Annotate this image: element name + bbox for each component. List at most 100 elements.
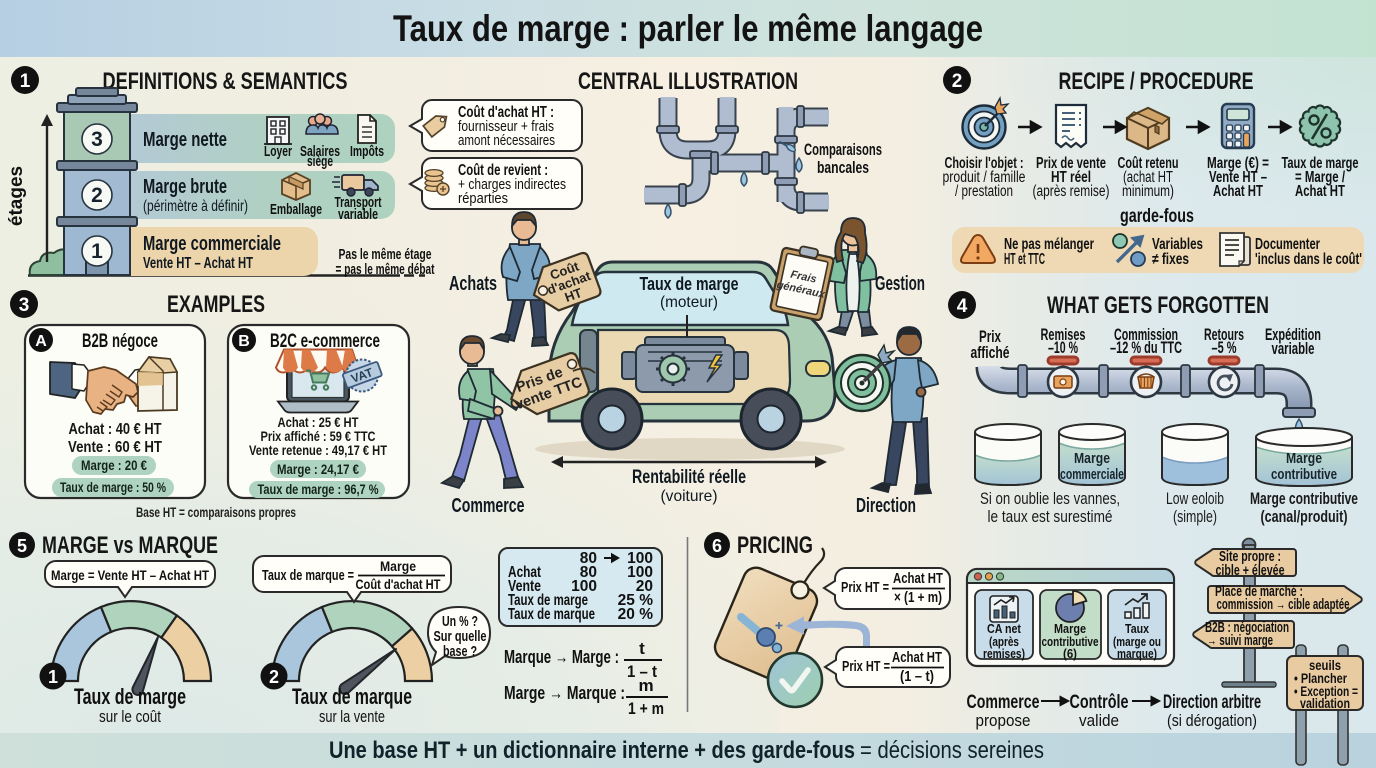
svg-text:Transport: Transport xyxy=(335,195,382,211)
svg-text:Coût de revient :: Coût de revient : xyxy=(458,162,548,179)
svg-text:Vente HT – Achat HT: Vente HT – Achat HT xyxy=(143,255,253,272)
svg-text:(canal/produit): (canal/produit) xyxy=(1261,508,1348,526)
svg-text:Expédition: Expédition xyxy=(1265,326,1321,344)
svg-text:étages: étages xyxy=(6,166,27,226)
svg-text:m: m xyxy=(638,676,653,695)
svg-text:1: 1 xyxy=(20,71,31,92)
svg-text:Taux de marque: Taux de marque xyxy=(508,606,595,623)
svg-text:Commerce: Commerce xyxy=(452,495,525,517)
svg-text:4: 4 xyxy=(957,296,968,317)
svg-text:Achat HT: Achat HT xyxy=(892,649,942,666)
svg-text:6: 6 xyxy=(712,536,722,556)
svg-text:valide: valide xyxy=(1079,711,1119,730)
svg-text:2: 2 xyxy=(91,184,103,207)
svg-text:(moteur): (moteur) xyxy=(660,294,718,311)
svg-text:Gestion: Gestion xyxy=(875,273,925,295)
svg-text:Achat : 25 € HT: Achat : 25 € HT xyxy=(278,414,359,430)
svg-text:affiché: affiché xyxy=(971,344,1010,362)
svg-text:= pas le même débat: = pas le même débat xyxy=(336,262,435,278)
svg-text:= Marge /: = Marge / xyxy=(1295,169,1346,186)
svg-text:Prix HT =: Prix HT = xyxy=(842,658,890,675)
svg-text:Taux de marge : parler le même: Taux de marge : parler le même langage xyxy=(393,8,983,49)
svg-text:2: 2 xyxy=(952,71,963,92)
svg-text:Base HT = comparaisons propres: Base HT = comparaisons propres xyxy=(136,505,296,520)
svg-text:B2B négoce: B2B négoce xyxy=(82,331,158,352)
svg-text:B: B xyxy=(238,333,250,350)
svg-text:25 %: 25 % xyxy=(618,592,654,609)
svg-text:Marge: Marge xyxy=(1074,450,1110,467)
svg-text:HT et TTC: HT et TTC xyxy=(1004,251,1045,268)
svg-text:(périmètre à définir): (périmètre à définir) xyxy=(143,198,248,215)
svg-text:Vente : 60 € HT: Vente : 60 € HT xyxy=(68,439,162,456)
svg-text:amont nécessaires: amont nécessaires xyxy=(458,132,555,149)
svg-text:Low eoloib: Low eoloib xyxy=(1166,490,1224,508)
svg-text:EXAMPLES: EXAMPLES xyxy=(167,291,265,318)
svg-text:Achat : 40 € HT: Achat : 40 € HT xyxy=(69,421,162,438)
svg-text:contributive: contributive xyxy=(1271,466,1337,483)
svg-text:Prix affiché : 59 € TTC: Prix affiché : 59 € TTC xyxy=(261,428,376,444)
svg-text:'inclus dans le coût': 'inclus dans le coût' xyxy=(1255,251,1362,268)
svg-text:(achat HT: (achat HT xyxy=(1123,169,1173,186)
svg-text:PRICING: PRICING xyxy=(737,532,813,559)
svg-text:Coût d'achat HT :: Coût d'achat HT : xyxy=(458,104,554,121)
svg-text:minimum): minimum) xyxy=(1122,183,1174,200)
svg-text:HT réel: HT réel xyxy=(1051,169,1091,186)
svg-text:base ?: base ? xyxy=(443,644,477,660)
svg-text:Marque → Marge :: Marque → Marge : xyxy=(504,646,619,667)
svg-text:Rentabilité réelle: Rentabilité réelle xyxy=(632,467,746,488)
svg-text:Vente: Vente xyxy=(508,578,541,595)
svg-text:cible + élevée: cible + élevée xyxy=(1216,563,1285,579)
svg-text:Marge : 20 €: Marge : 20 € xyxy=(81,457,147,473)
svg-text:CA net: CA net xyxy=(987,622,1022,636)
svg-text:(marge ou: (marge ou xyxy=(1113,635,1161,649)
svg-text:1: 1 xyxy=(48,667,58,687)
svg-text:3: 3 xyxy=(91,128,103,151)
svg-text:1 – t: 1 – t xyxy=(627,662,657,681)
svg-text:(6): (6) xyxy=(1063,647,1077,661)
svg-text:Taux de marge: Taux de marge xyxy=(74,684,186,709)
svg-text:propose: propose xyxy=(976,711,1031,730)
svg-text:Loyer: Loyer xyxy=(264,144,292,160)
svg-text:Prix HT =: Prix HT = xyxy=(841,579,889,596)
svg-text:Direction arbitre: Direction arbitre xyxy=(1163,692,1261,713)
svg-text:Achat HT: Achat HT xyxy=(1295,183,1345,200)
svg-text:≠ fixes: ≠ fixes xyxy=(1152,251,1189,268)
svg-text:bancales: bancales xyxy=(817,158,869,177)
svg-text:(si dérogation): (si dérogation) xyxy=(1167,711,1257,730)
svg-text:réparties: réparties xyxy=(458,190,508,207)
svg-text:variable: variable xyxy=(1272,340,1315,358)
svg-text:80: 80 xyxy=(580,550,597,567)
svg-text:HT: HT xyxy=(563,285,584,305)
svg-text:Variables: Variables xyxy=(1152,236,1203,253)
svg-text:Taux de marge: Taux de marge xyxy=(640,273,739,294)
svg-text:produit / famille: produit / famille xyxy=(943,169,1026,186)
svg-text:100: 100 xyxy=(627,564,653,581)
svg-text:Marge → Marque :: Marge → Marque : xyxy=(504,682,625,703)
svg-text:= décisions sereines: = décisions sereines xyxy=(860,737,1044,764)
svg-text:fournisseur + frais: fournisseur + frais xyxy=(458,118,554,135)
svg-text:100: 100 xyxy=(571,578,597,595)
svg-text:• Plancher: • Plancher xyxy=(1294,671,1348,686)
svg-text:Vente HT –: Vente HT – xyxy=(1209,169,1267,186)
svg-text:Sur quelle: Sur quelle xyxy=(434,629,487,645)
svg-text:Prix: Prix xyxy=(979,328,1002,346)
svg-text:20: 20 xyxy=(636,578,653,595)
svg-text:Commission: Commission xyxy=(1114,326,1178,344)
svg-text:Si on oublie les vannes,: Si on oublie les vannes, xyxy=(980,490,1120,508)
svg-text:(voiture): (voiture) xyxy=(661,488,718,505)
svg-text:WHAT GETS FORGOTTEN: WHAT GETS FORGOTTEN xyxy=(1047,292,1269,319)
svg-text:Coût d'achat HT: Coût d'achat HT xyxy=(356,577,442,592)
svg-text:Achats: Achats xyxy=(449,273,497,295)
svg-text:Marge (€) =: Marge (€) = xyxy=(1207,155,1269,172)
svg-text:(simple): (simple) xyxy=(1173,508,1217,526)
svg-text:DEFINITIONS & SEMANTICS: DEFINITIONS & SEMANTICS xyxy=(103,68,348,95)
svg-text:Marge contributive: Marge contributive xyxy=(1250,490,1358,508)
svg-text:Marge = Vente HT – Achat HT: Marge = Vente HT – Achat HT xyxy=(51,567,209,583)
svg-text:(après remise): (après remise) xyxy=(1033,183,1110,200)
svg-text:3: 3 xyxy=(19,295,30,316)
svg-text:100: 100 xyxy=(627,550,653,567)
svg-text:Pas le même étage: Pas le même étage xyxy=(339,247,432,263)
svg-text:variable: variable xyxy=(338,207,378,223)
svg-text:MARGE vs MARQUE: MARGE vs MARQUE xyxy=(42,532,218,559)
svg-text:Contrôle: Contrôle xyxy=(1070,692,1129,713)
